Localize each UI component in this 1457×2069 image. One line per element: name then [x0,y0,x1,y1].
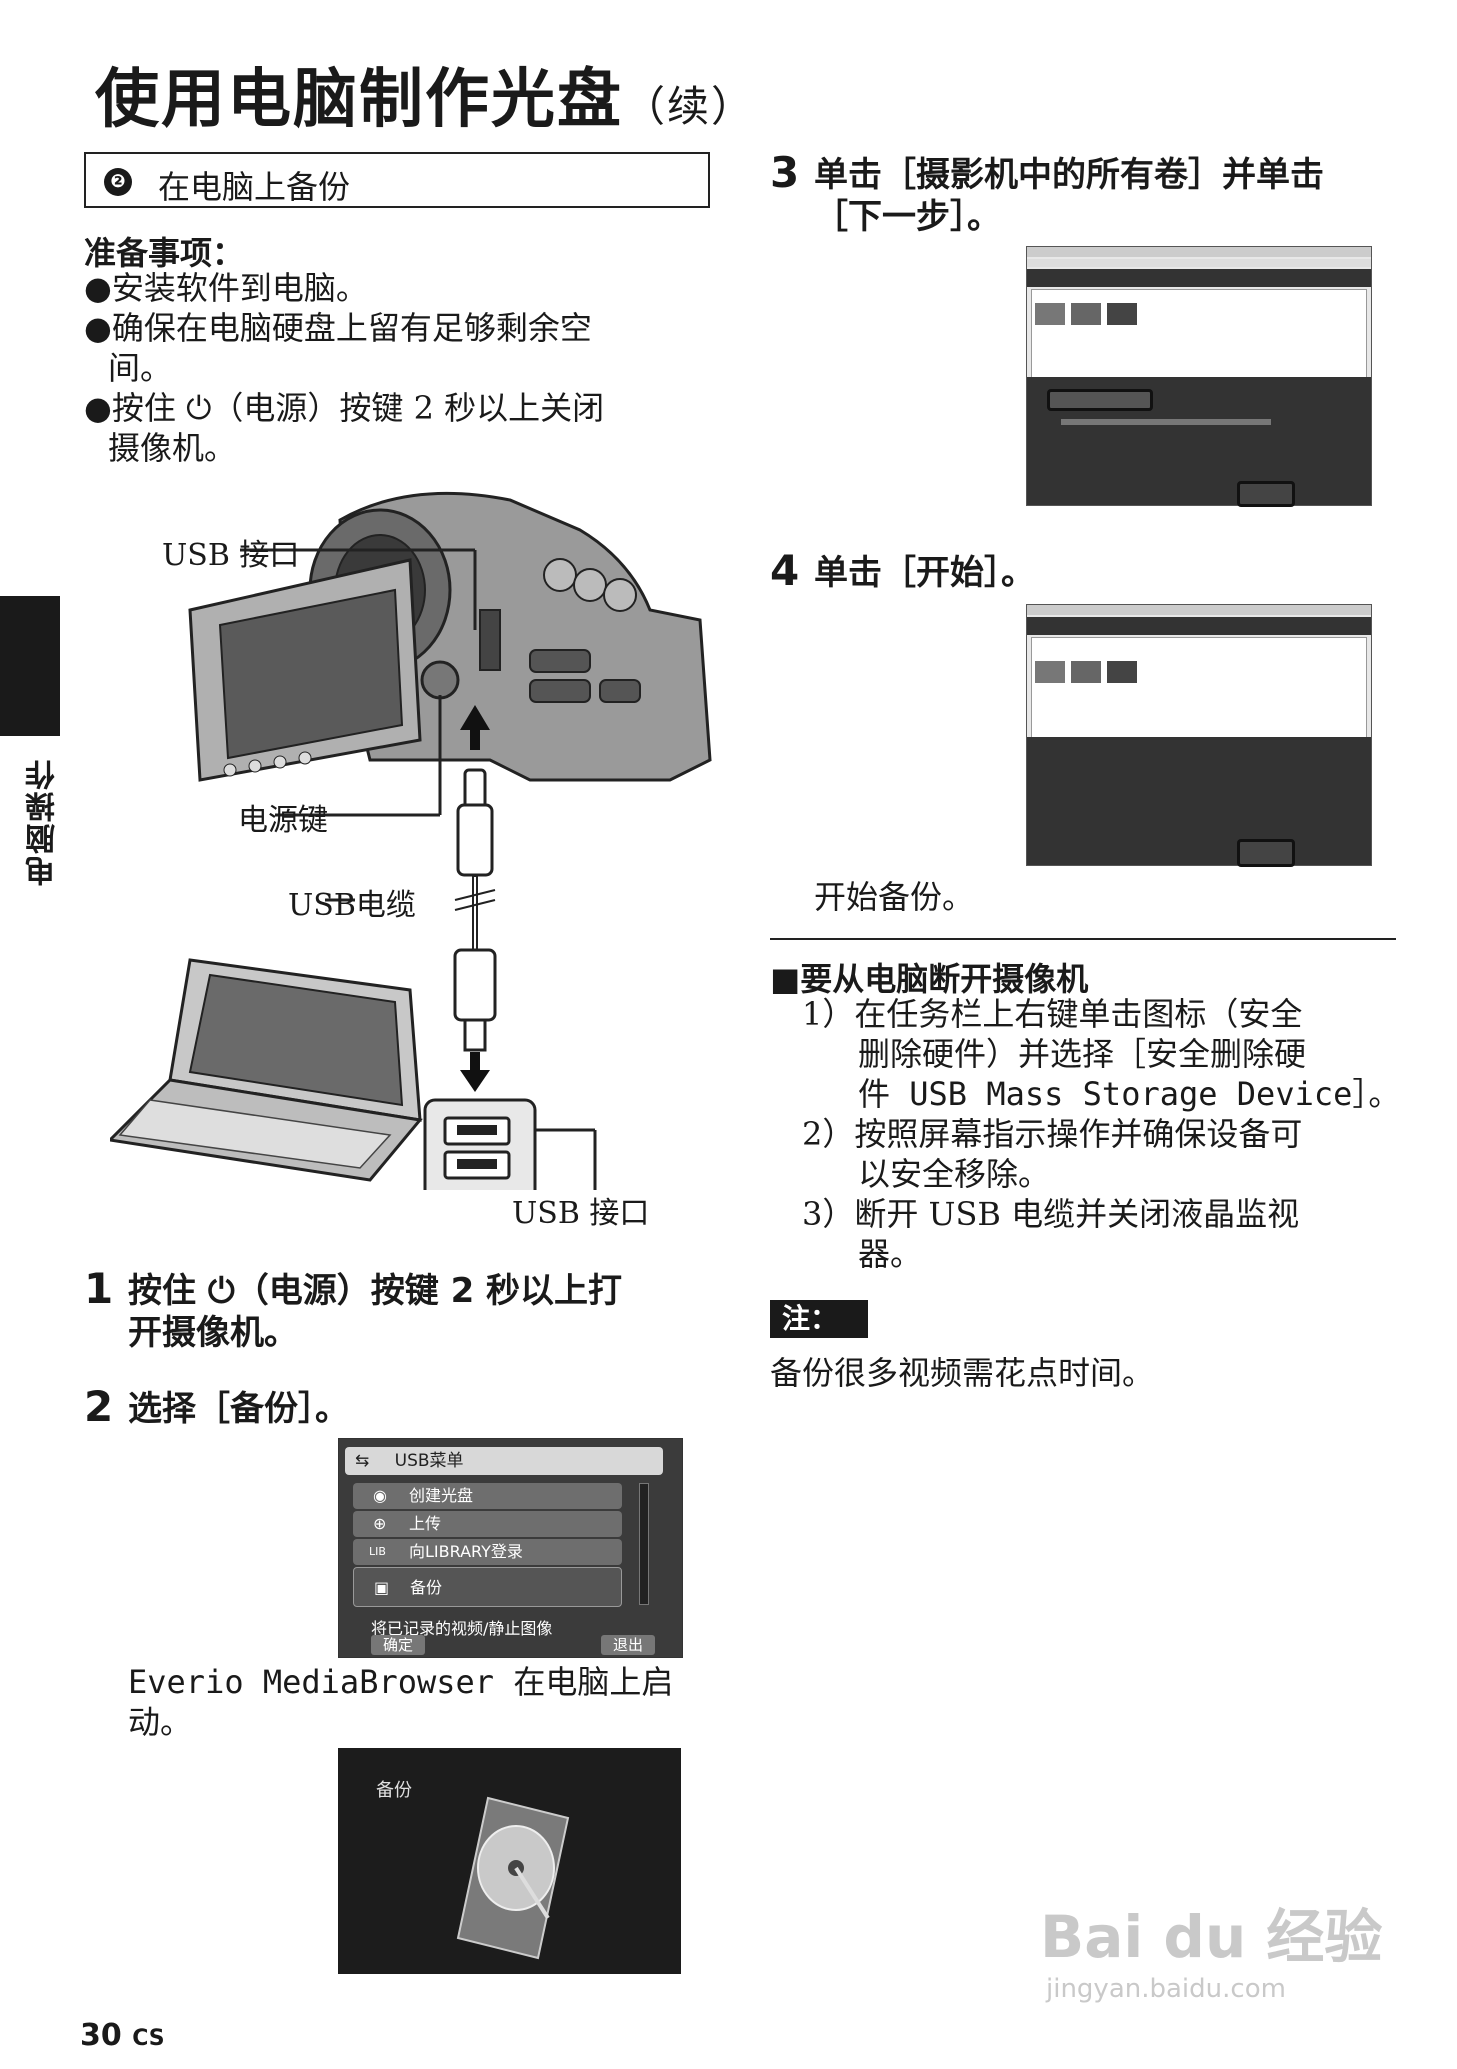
next-button-highlight[interactable] [1237,481,1295,507]
usb-menu-title-bar: ⇆ USB菜单 [345,1447,663,1475]
camera-laptop-illustration: ⭠⭢ [110,491,712,1190]
step-2-number: 2 [84,1382,114,1431]
prep-item: 摄像机。 [108,429,237,467]
prep-item: ●按住 ⏻（电源）按键 2 秒以上关闭 [84,389,605,427]
disc-icon: ◉ [373,1486,387,1505]
globe-icon: ⊕ [373,1514,387,1533]
backup-screen-screenshot: 备份 [338,1748,681,1974]
step-3-number: 3 [770,148,800,197]
note-text: 备份很多视频需花点时间。 [770,1354,1155,1392]
exit-button[interactable]: 退出 [601,1635,655,1655]
label-usb-cable: USB电缆 [288,888,416,923]
menu-item-create-disc[interactable]: ◉创建光盘 [353,1483,622,1509]
label-usb-port-camera: USB 接口 [162,538,300,573]
camcorder-illustration [188,491,712,782]
step-1-number: 1 [84,1264,114,1313]
menu-item-upload[interactable]: ⊕上传 [353,1511,622,1537]
section-title: 在电脑上备份 [158,168,351,206]
disconnect-heading: ■要从电脑断开摄像机 [770,960,1089,998]
page-title: 使用电脑制作光盘（续） [95,63,756,137]
baidu-watermark: Bai du 经验 jingyan.baidu.com [1040,1890,1382,2004]
section-heading-box: ❷ 在电脑上备份 [84,152,710,208]
label-power-key: 电源键 [238,803,328,838]
prep-item: ●确保在电脑硬盘上留有足够剩余空 [84,309,592,347]
prep-heading: 准备事项： [84,234,245,272]
prep-item: 间。 [108,349,173,387]
step-3-text: 单击［摄影机中的所有卷］并单击 ［下一步］。 [814,155,1324,237]
all-volumes-highlight[interactable] [1047,389,1153,411]
disconnect-steps: 1）在任务栏上右键单击图标（安全 删除硬件）并选择［安全删除硬 件 USB Ma… [802,995,1401,1273]
library-icon: LIB [369,1545,386,1558]
start-button-highlight[interactable] [1237,839,1295,867]
backup-screen-label: 备份 [376,1780,412,1801]
step-4-number: 4 [770,546,800,595]
step-4-text: 单击［开始］。 [814,553,1035,593]
watermark-brand: Bai du 经验 [1040,1903,1383,1971]
side-section-label: 电脑操作 [26,758,61,886]
backup-icon: ▣ [374,1578,390,1597]
section-number: ❷ [104,168,132,196]
side-tab-marker [0,596,60,736]
step-4-caption: 开始备份。 [814,878,975,916]
label-usb-port-pc: USB 接口 [512,1196,650,1231]
menu-item-backup[interactable]: ▣备份 [353,1567,622,1607]
section-divider [770,938,1396,940]
usb-icon: ⇆ [355,1451,370,1471]
svg-text:⭠⭢: ⭠⭢ [462,1185,494,1190]
step-1-text: 按住 ⏻（电源）按键 2 秒以上打 开摄像机。 [128,1271,623,1353]
step-2-caption: Everio MediaBrowser 在电脑上启 动。 [128,1663,674,1741]
menu-description: 将已记录的视频/静止图像 [371,1619,553,1638]
ok-button[interactable]: 确定 [371,1635,425,1655]
prep-list: ●安装软件到电脑。 ●确保在电脑硬盘上留有足够剩余空 间。 ●按住 ⏻（电源）按… [84,268,724,468]
step-2-text: 选择［备份］。 [128,1389,349,1429]
prep-item: ●安装软件到电脑。 [84,269,368,307]
step-4-screenshot [1026,604,1372,867]
menu-scrollbar[interactable] [639,1483,649,1605]
note-tag: 注： [770,1300,868,1338]
step-3-screenshot [1026,246,1372,507]
page-number: 30 CS [80,2018,165,2053]
laptop-illustration [110,958,423,1182]
watermark-url: jingyan.baidu.com [1046,1974,1286,2004]
hard-disk-icon [456,1796,570,1960]
title-suffix: （续） [623,82,756,131]
